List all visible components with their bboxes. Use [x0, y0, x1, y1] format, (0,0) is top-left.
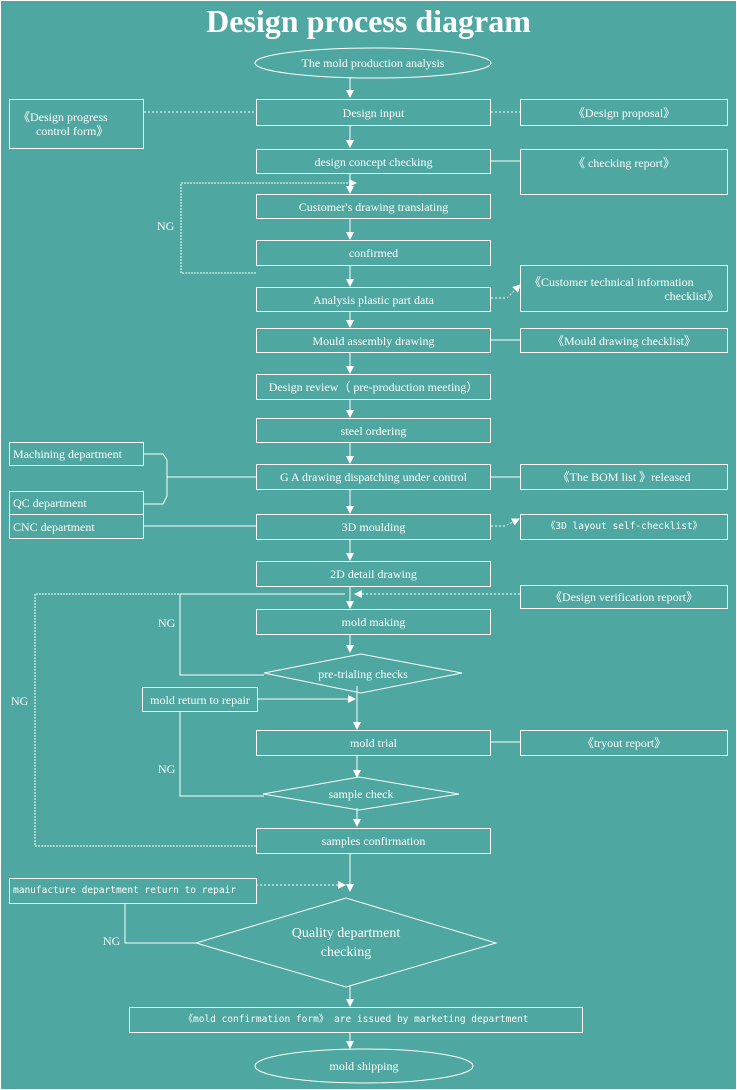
doc-progress-line-2: control form》: [36, 124, 109, 138]
ng-loop-samplesconf: [34, 593, 256, 847]
ng-label-sample: NG: [158, 762, 176, 776]
step-ga: G A drawing dispatching under control: [256, 464, 491, 490]
dept-qc: QC department: [9, 491, 144, 515]
link-3d-layout: [491, 518, 520, 527]
page-title: Design process diagram: [206, 3, 531, 39]
dept-machining: Machining department: [9, 442, 144, 466]
step-review: Design review（ pre-production meeting）: [256, 374, 491, 400]
doc-verification: 《Design verification report》: [520, 585, 728, 609]
link-techinfo: [491, 284, 521, 299]
step-3d-moulding: 3D moulding: [256, 514, 491, 540]
ng-loop-quality: [124, 904, 196, 944]
doc-mould-checklist: 《Mould drawing checklist》: [520, 328, 728, 353]
ng-loop-confirmed: [180, 179, 357, 274]
dept-cnc: CNC department: [9, 514, 144, 539]
doc-tryout: 《tryout report》: [520, 730, 728, 756]
ng-label-pretrial: NG: [158, 616, 176, 630]
step-plastic: Analysis plastic part data: [256, 287, 491, 312]
doc-techinfo-line-2: checklist》: [664, 288, 719, 303]
doc-progress-line-1: 《Design progress: [18, 110, 108, 124]
step-repair: mold return to repair: [142, 687, 258, 712]
doc-progress-form: 《Design progress control form》: [9, 99, 144, 149]
step-steel: steel ordering: [256, 418, 491, 443]
doc-proposal: 《Design proposal》: [520, 99, 728, 126]
ng-label-confirmed: NG: [157, 219, 175, 233]
step-input: Design input: [256, 99, 491, 126]
step-shipping: mold shipping: [329, 1059, 399, 1073]
doc-bom: 《The BOM list 》released: [520, 464, 728, 490]
pretrial-diamond: [263, 653, 463, 694]
ng-label-samplesconf: NG: [11, 694, 29, 708]
step-confirmed: confirmed: [256, 240, 491, 266]
step-2d-detail: 2D detail drawing: [256, 561, 491, 587]
ng-loop-sample: [179, 712, 264, 797]
sample-diamond: [262, 776, 460, 811]
step-mold-trial: mold trial: [256, 730, 491, 756]
step-concept: design concept checking: [256, 149, 491, 174]
quality-line-2: checking: [320, 944, 372, 960]
ng-loop-pretrial: [179, 593, 345, 676]
quality-diamond: [194, 897, 498, 988]
doc-3d-layout: 《3D layout self-checklist》: [520, 514, 728, 540]
step-samples-confirmation: samples confirmation: [256, 828, 491, 854]
doc-checking-report: 《 checking report》: [520, 149, 728, 195]
step-quality: Quality department checking: [196, 898, 496, 987]
ng-label-quality: NG: [103, 934, 121, 948]
doc-technical-info: 《Customer technical information checklis…: [520, 265, 728, 312]
step-mold-making: mold making: [256, 609, 491, 635]
shipping-oval: [254, 1048, 474, 1084]
doc-techinfo-line-1: 《Customer technical information: [529, 274, 694, 289]
step-assembly: Mould assembly drawing: [256, 328, 491, 353]
step-sample-check: sample check: [328, 786, 394, 801]
step-mfg-repair: manufacture department return to repair: [9, 878, 257, 904]
step-confirmation-form: 《mold confirmation form》 are issued by m…: [129, 1007, 583, 1033]
analysis-oval: [254, 47, 492, 79]
step-analysis: The mold production analysis: [301, 56, 445, 70]
step-translating: Customer's drawing translating: [256, 194, 491, 219]
departments-bracket: [144, 453, 168, 505]
step-pretrial: pre-trialing checks: [318, 666, 408, 681]
quality-line-1: Quality department: [291, 925, 401, 941]
